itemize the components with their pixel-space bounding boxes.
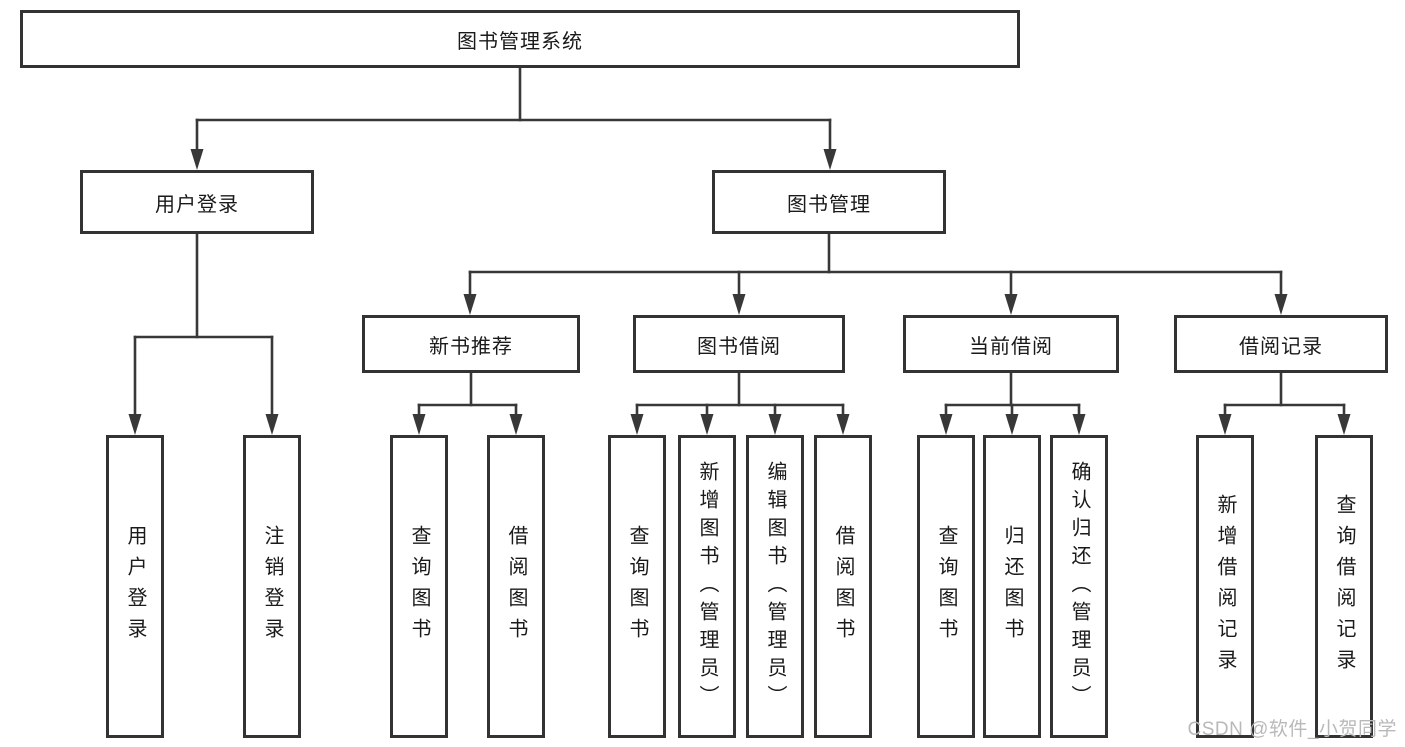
leaf-add-book-admin: 新增图书（管理员） xyxy=(678,435,736,738)
arrowhead-icon xyxy=(1072,414,1086,435)
node-current-borrow: 当前借阅 xyxy=(903,315,1119,373)
arrowhead-icon xyxy=(128,414,142,435)
arrowhead-icon xyxy=(1218,414,1232,435)
leaf-query-books-recommend-label: 查询图书 xyxy=(408,524,430,649)
leaf-logout: 注销登录 xyxy=(243,435,301,738)
node-user-login-label: 用户登录 xyxy=(155,193,239,216)
leaf-add-borrow-record: 新增借阅记录 xyxy=(1196,435,1254,738)
arrowhead-icon xyxy=(732,294,746,315)
leaf-query-books-borrow: 查询图书 xyxy=(608,435,666,738)
leaf-borrow-books-borrow: 借阅图书 xyxy=(814,435,872,738)
leaf-user-login-label: 用户登录 xyxy=(124,524,146,649)
leaf-return-book: 归还图书 xyxy=(983,435,1041,738)
arrowhead-icon xyxy=(509,414,523,435)
node-book-borrow: 图书借阅 xyxy=(633,315,845,373)
leaf-borrow-books-borrow-label: 借阅图书 xyxy=(832,524,854,649)
arrowhead-icon xyxy=(1337,414,1351,435)
arrowhead-icon xyxy=(836,414,850,435)
node-borrow-records-label: 借阅记录 xyxy=(1239,335,1323,358)
leaf-confirm-return-admin-label: 确认归还（管理员） xyxy=(1068,460,1090,713)
leaf-confirm-return-admin: 确认归还（管理员） xyxy=(1050,435,1108,738)
leaf-edit-book-admin-label: 编辑图书（管理员） xyxy=(764,460,786,713)
arrowhead-icon xyxy=(1004,294,1018,315)
leaf-query-books-current: 查询图书 xyxy=(917,435,975,738)
leaf-borrow-books-recommend: 借阅图书 xyxy=(487,435,545,738)
node-book-management-label: 图书管理 xyxy=(787,193,871,216)
arrowhead-icon xyxy=(463,294,477,315)
leaf-borrow-books-recommend-label: 借阅图书 xyxy=(505,524,527,649)
leaf-query-books-recommend: 查询图书 xyxy=(390,435,448,738)
leaf-logout-label: 注销登录 xyxy=(261,524,283,649)
leaf-query-books-current-label: 查询图书 xyxy=(935,524,957,649)
arrowhead-icon xyxy=(265,414,279,435)
node-new-book-recommend-label: 新书推荐 xyxy=(429,335,513,358)
node-root: 图书管理系统 xyxy=(20,10,1020,68)
leaf-query-borrow-record: 查询借阅记录 xyxy=(1315,435,1373,738)
leaf-user-login: 用户登录 xyxy=(106,435,164,738)
leaf-query-books-borrow-label: 查询图书 xyxy=(626,524,648,649)
leaf-return-book-label: 归还图书 xyxy=(1001,524,1023,649)
leaf-add-borrow-record-label: 新增借阅记录 xyxy=(1214,493,1236,680)
node-borrow-records: 借阅记录 xyxy=(1174,315,1388,373)
arrowhead-icon xyxy=(630,414,644,435)
leaf-edit-book-admin: 编辑图书（管理员） xyxy=(746,435,804,738)
arrowhead-icon xyxy=(1274,294,1288,315)
node-book-borrow-label: 图书借阅 xyxy=(697,335,781,358)
arrowhead-icon xyxy=(190,149,204,170)
arrowhead-icon xyxy=(1005,414,1019,435)
node-root-label: 图书管理系统 xyxy=(457,30,583,53)
arrowhead-icon xyxy=(823,149,837,170)
node-new-book-recommend: 新书推荐 xyxy=(362,315,580,373)
leaf-query-borrow-record-label: 查询借阅记录 xyxy=(1333,493,1355,680)
arrowhead-icon xyxy=(939,414,953,435)
arrowhead-icon xyxy=(700,414,714,435)
leaf-add-book-admin-label: 新增图书（管理员） xyxy=(696,460,718,713)
node-current-borrow-label: 当前借阅 xyxy=(969,335,1053,358)
node-user-login: 用户登录 xyxy=(80,170,314,234)
node-book-management: 图书管理 xyxy=(712,170,946,234)
csdn-watermark: CSDN @软件_小贺同学 xyxy=(1187,719,1397,740)
arrowhead-icon xyxy=(412,414,426,435)
arrowhead-icon xyxy=(768,414,782,435)
